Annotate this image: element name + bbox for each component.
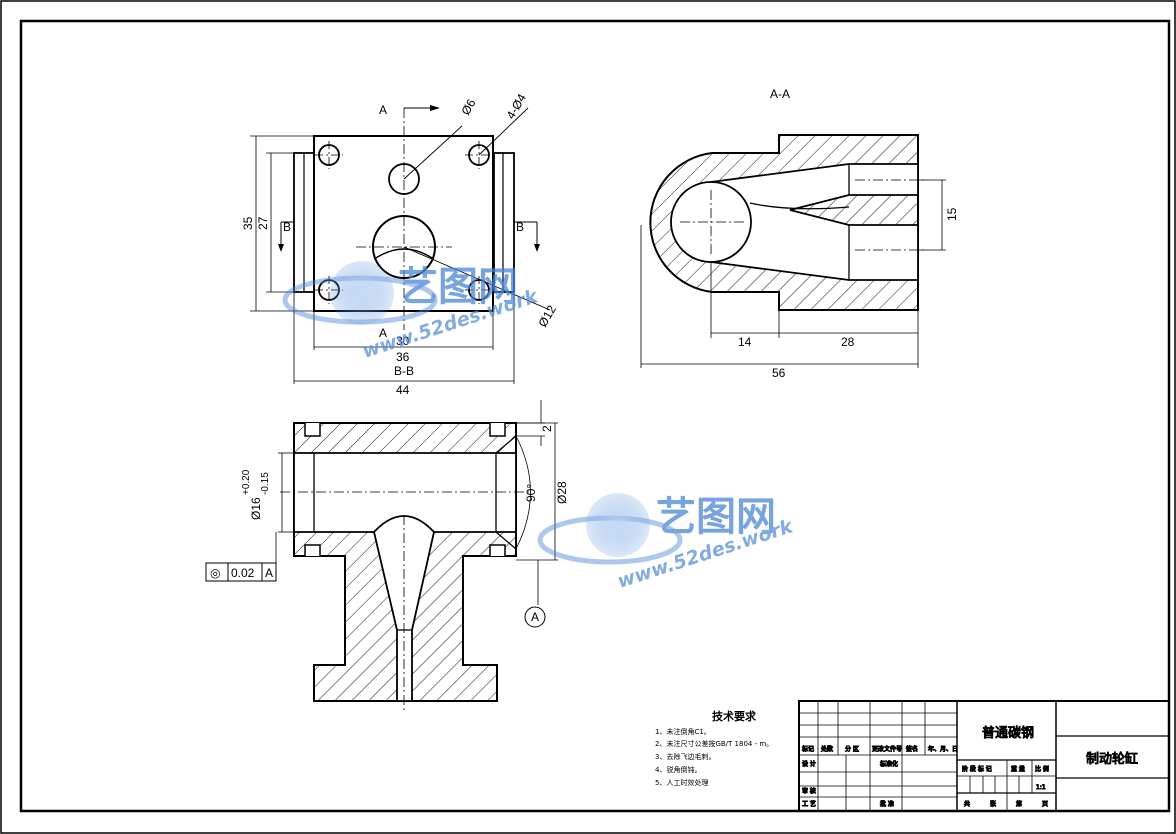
section-a-view — [640, 134, 946, 368]
datum-symbol: A — [524, 606, 546, 628]
tb-sheet: 张 — [990, 800, 996, 808]
dim-35: 35 — [241, 216, 255, 230]
section-b-title: B-B — [394, 364, 414, 378]
tb-page: 页 — [1042, 801, 1048, 808]
tb-zone: 分 区 — [845, 745, 859, 753]
tb-sign: 签名 — [906, 745, 918, 753]
tolerance-datum: A — [265, 566, 273, 580]
tech-req-item-3: 3、去除飞边毛刺。 — [655, 752, 715, 761]
tb-date: 年、月、日 — [928, 745, 958, 753]
tolerance-value: 0.02 — [231, 566, 255, 580]
concentricity-icon: ◎ — [210, 566, 220, 580]
tb-number: 第 — [1016, 800, 1022, 808]
section-a-title: A-A — [770, 87, 790, 101]
section-b-mark-left: B — [283, 220, 291, 234]
inner-frame — [19, 19, 1171, 813]
watermark-logo-1: 艺图网 — [398, 264, 518, 310]
dim-30: 30 — [396, 334, 410, 348]
dim-28: 28 — [841, 335, 855, 349]
tb-approve: 批 准 — [880, 800, 894, 808]
tb-process: 工 艺 — [802, 800, 816, 808]
dim-4-d4: 4-Ø4 — [503, 91, 529, 121]
part-name: 制动轮缸 — [1086, 751, 1138, 767]
tolerance-frame: ◎ 0.02 A — [205, 562, 277, 582]
section-b-view — [218, 400, 558, 712]
tb-standard: 标准化 — [880, 760, 898, 768]
datum-label: A — [531, 610, 539, 624]
tb-design: 设 计 — [802, 760, 816, 768]
tb-scale: 1:1 — [1036, 784, 1046, 791]
tech-req-title: 技术要求 — [712, 709, 757, 723]
tb-scale-label: 比 例 — [1035, 765, 1049, 773]
dim-15: 15 — [945, 207, 959, 221]
tb-check: 审 核 — [802, 787, 816, 795]
dim-d6: Ø6 — [458, 96, 478, 117]
watermark-2: 艺图网 www.52des.work — [537, 493, 797, 593]
title-block: 普通碳钢 制动轮缸 标记 处数 分 区 更改文件号 签名 年、月、日 设 计 标… — [798, 700, 1170, 812]
tb-mark: 标记 — [802, 745, 814, 753]
dim-56: 56 — [772, 366, 786, 380]
front-view — [250, 105, 551, 384]
technical-requirements: 技术要求 1、未注倒角C1。 2、未注尺寸公差按GB/T 1804 - m。 3… — [655, 709, 773, 787]
tech-req-item-2: 2、未注尺寸公差按GB/T 1804 - m。 — [655, 739, 773, 748]
dim-dia16: Ø16 — [249, 497, 263, 520]
tb-weight: 重 量 — [1011, 765, 1025, 773]
section-b-mark-right: B — [516, 220, 524, 234]
tech-req-item-5: 5、人工时效处理 — [655, 778, 708, 787]
dim-dia28: Ø28 — [555, 481, 569, 504]
tb-change-doc: 更改文件号 — [872, 745, 902, 753]
dim-14: 14 — [738, 335, 752, 349]
tech-req-item-1: 1、未注倒角C1。 — [655, 727, 711, 736]
section-a-mark-bottom: A — [379, 326, 387, 340]
dim-2: 2 — [540, 425, 554, 432]
watermark-logo-2: 艺图网 — [656, 494, 776, 540]
section-a-mark-top: A — [379, 103, 387, 117]
dim-36: 36 — [396, 350, 410, 364]
dim-44: 44 — [396, 383, 410, 397]
tech-req-item-4: 4、锐角倒钝。 — [655, 765, 701, 774]
tb-count: 处数 — [821, 745, 833, 753]
material-label: 普通碳钢 — [982, 726, 1034, 741]
dim-tol-upper: +0.20 — [241, 469, 252, 495]
tb-total: 共 — [964, 800, 970, 808]
dim-tol-lower: -0.15 — [260, 472, 271, 495]
dim-27: 27 — [256, 216, 270, 230]
tb-stage: 阶 段 标 记 — [962, 765, 992, 773]
dim-angle-90: 90° — [524, 484, 538, 502]
